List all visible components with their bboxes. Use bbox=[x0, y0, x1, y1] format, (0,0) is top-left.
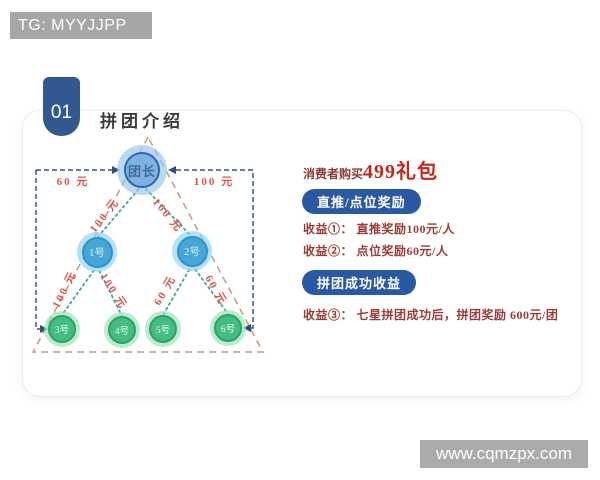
node-1-label: 1号 bbox=[81, 236, 113, 268]
purchase-line: 消费者购买499礼包 bbox=[303, 155, 438, 184]
node-2: 2号 bbox=[172, 231, 212, 271]
income-line-1: 收益①： 直推奖励100元/人 bbox=[303, 222, 455, 236]
reward-section-badge-direct: 直推/点位奖励 bbox=[302, 189, 421, 214]
node-4: 4号 bbox=[104, 312, 140, 348]
node-1: 1号 bbox=[77, 232, 117, 272]
node-leader: 团长 bbox=[117, 145, 167, 195]
node-5: 5号 bbox=[145, 311, 181, 347]
card-title: 拼团介绍 bbox=[100, 112, 184, 131]
reward-section-badge-group: 拼团成功收益 bbox=[302, 270, 417, 295]
income-line-2: 收益②： 点位奖励60元/人 bbox=[303, 244, 449, 258]
edge-label-bracket-right: 100 元 bbox=[193, 176, 235, 188]
node-5-label: 5号 bbox=[149, 315, 177, 343]
node-4-label: 4号 bbox=[108, 316, 136, 344]
node-2-label: 2号 bbox=[176, 235, 208, 267]
node-3: 3号 bbox=[44, 311, 80, 347]
purchase-highlight: 499礼包 bbox=[363, 161, 439, 183]
tg-channel-label: TG: MYYJJPP bbox=[18, 16, 127, 34]
node-leader-label: 团长 bbox=[124, 152, 160, 188]
watermark-url: www.cqmzpx.com bbox=[435, 444, 573, 463]
purchase-prefix: 消费者购买 bbox=[303, 167, 364, 181]
section-number-badge: 01 bbox=[43, 77, 80, 136]
node-6-label: 6号 bbox=[214, 314, 242, 342]
tg-channel-bar: TG: MYYJJPP bbox=[10, 12, 152, 39]
watermark-bar: www.cqmzpx.com bbox=[420, 440, 588, 468]
section-number: 01 bbox=[50, 101, 73, 123]
edge-label-bracket-left: 60 元 bbox=[56, 176, 90, 188]
node-6: 6号 bbox=[210, 310, 246, 346]
node-3-label: 3号 bbox=[48, 315, 76, 343]
income-line-3: 收益③： 七星拼团成功后，拼团奖励 600元/团 bbox=[303, 308, 559, 322]
